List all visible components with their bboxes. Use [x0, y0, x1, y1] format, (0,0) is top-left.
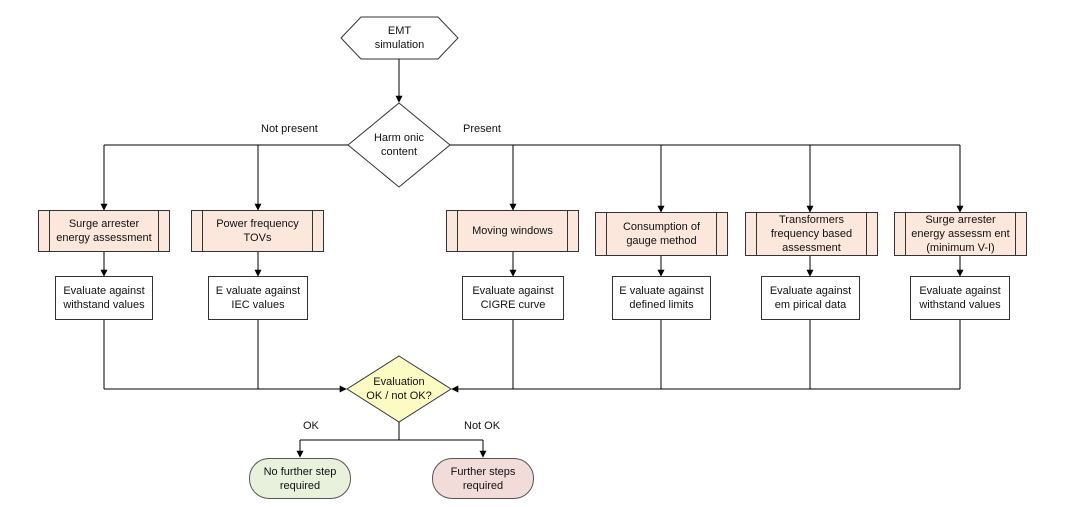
evaluate-withstand-values-left: Evaluate against withstand values [55, 276, 153, 320]
start-label: EMT simulation [374, 25, 425, 51]
evaluation-decision-label: Evaluation OK / not OK? [366, 376, 432, 402]
branch-label-not-present: Not present [261, 123, 318, 135]
evaluate-withstand-values-right: Evaluate against withstand values [910, 276, 1010, 320]
start-hexagon [340, 16, 459, 60]
branch-label-ok: OK [303, 420, 319, 432]
evaluate-cigre-curve: Evaluate against CIGRE curve [462, 276, 564, 320]
process-power-frequency-tovs: Power frequency TOVs [191, 210, 324, 252]
process-consumption-of-gauge: Consumption of gauge method [595, 212, 728, 256]
branch-label-present: Present [463, 123, 501, 135]
evaluate-empirical-data: Evaluate against em pirical data [761, 276, 860, 320]
process-transformers-frequency: Transformers frequency based assessment [745, 212, 878, 256]
branch-label-not-ok: Not OK [464, 420, 501, 432]
terminal-further-steps: Further steps required [432, 458, 534, 499]
process-moving-windows: Moving windows [446, 210, 579, 252]
harmonic-decision-label: Harm onic content [373, 132, 425, 158]
evaluate-defined-limits: E valuate against defined limits [612, 276, 711, 320]
process-surge-arrester-min-vi: Surge arrester energy assessm ent (minim… [894, 212, 1027, 256]
terminal-no-further-step: No further step required [249, 458, 351, 499]
evaluate-iec-values: E valuate against IEC values [208, 276, 308, 320]
harmonic-decision-diamond [347, 102, 451, 188]
process-surge-arrester-energy: Surge arrester energy assessment [38, 210, 170, 252]
